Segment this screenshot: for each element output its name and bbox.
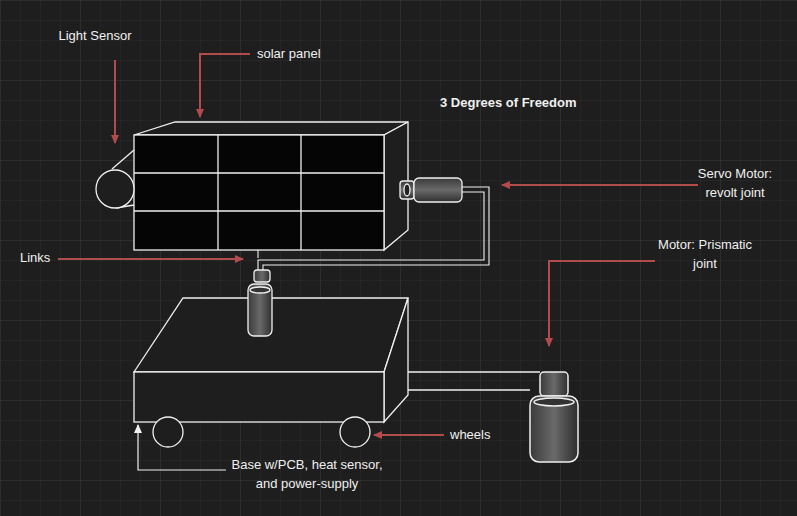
base [134, 298, 540, 422]
part-label: Base w/PCB, heat sensor, and power-suppl… [225, 456, 390, 494]
diagram-title: 3 Degrees of Freedom [440, 94, 660, 113]
part-label: Light Sensor [40, 27, 150, 46]
part-label: Links [20, 249, 60, 268]
leader-arrows [58, 54, 698, 435]
part-label: Motor: Prismatic joint [650, 236, 760, 274]
leader-arrow [138, 425, 226, 470]
solar-panel [134, 122, 408, 250]
part-label: Servo Motor: revolt joint [685, 165, 785, 203]
prismatic-motor [530, 372, 578, 462]
part-label: wheels [450, 426, 530, 445]
servo-motor [400, 178, 462, 202]
light-sensor [96, 150, 134, 208]
revolute-motor [248, 270, 272, 336]
part-label: solar panel [257, 45, 377, 64]
wheels [153, 417, 370, 447]
